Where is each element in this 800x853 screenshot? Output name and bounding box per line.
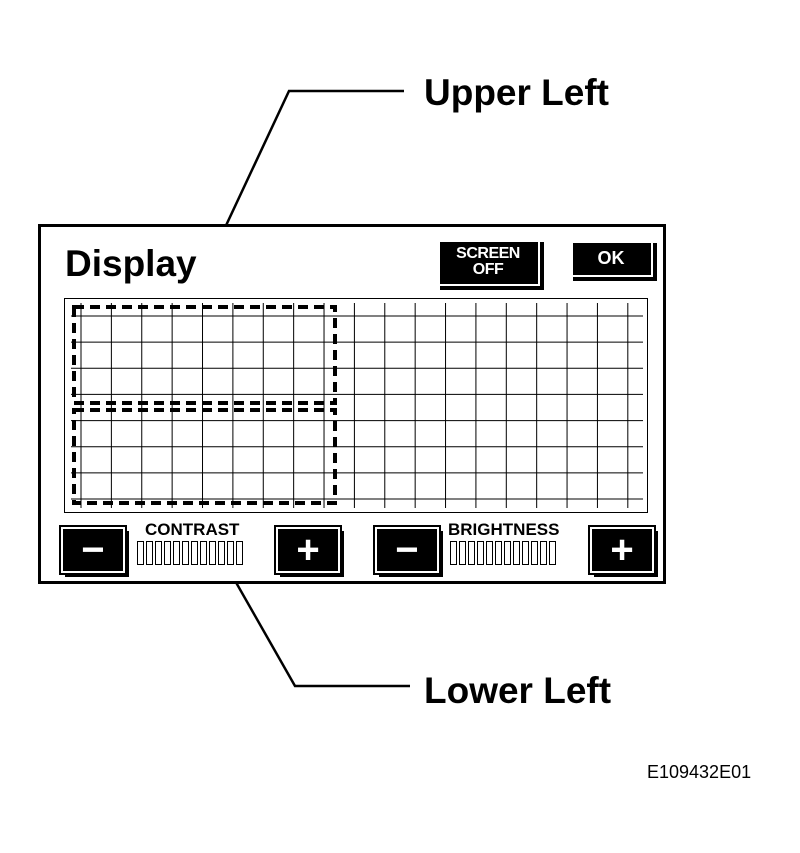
brightness-level-segment — [468, 541, 475, 565]
brightness-level-segment — [477, 541, 484, 565]
contrast-level-segment — [218, 541, 225, 565]
contrast-plus-button[interactable]: + — [274, 525, 342, 575]
brightness-level-segment — [504, 541, 511, 565]
brightness-level-segment — [531, 541, 538, 565]
brightness-level-segment — [495, 541, 502, 565]
contrast-minus-button[interactable]: − — [59, 525, 127, 575]
brightness-label: BRIGHTNESS — [448, 520, 560, 539]
upper-left-callout: Upper Left — [424, 72, 609, 113]
screen-off-label-line2: OFF — [472, 261, 504, 278]
contrast-level-segment — [164, 541, 171, 565]
contrast-level-segment — [191, 541, 198, 565]
screen-off-label-line1: SCREEN — [456, 245, 520, 262]
contrast-level-segment — [200, 541, 207, 565]
display-grid[interactable] — [64, 298, 648, 513]
brightness-plus-button[interactable]: + — [588, 525, 656, 575]
contrast-level-segment — [236, 541, 243, 565]
contrast-level-bar — [137, 541, 243, 567]
brightness-level-segment — [540, 541, 547, 565]
contrast-level-segment — [155, 541, 162, 565]
figure-id: E109432E01 — [647, 762, 752, 782]
brightness-level-segment — [513, 541, 520, 565]
grid-svg — [71, 303, 643, 508]
lower-left-region[interactable] — [72, 408, 337, 505]
brightness-minus-button[interactable]: − — [373, 525, 441, 575]
brightness-level-segment — [549, 541, 556, 565]
contrast-level-segment — [182, 541, 189, 565]
display-panel: Display SCREEN OFF OK − CONTRAST + − BRI… — [38, 224, 666, 584]
brightness-level-segment — [450, 541, 457, 565]
contrast-label: CONTRAST — [145, 520, 240, 539]
brightness-level-bar — [450, 541, 556, 567]
contrast-level-segment — [173, 541, 180, 565]
contrast-level-segment — [146, 541, 153, 565]
panel-title: Display — [65, 243, 197, 284]
brightness-level-segment — [486, 541, 493, 565]
screen-off-button[interactable]: SCREEN OFF — [436, 238, 540, 286]
brightness-level-segment — [459, 541, 466, 565]
contrast-level-segment — [137, 541, 144, 565]
contrast-level-segment — [209, 541, 216, 565]
contrast-level-segment — [227, 541, 234, 565]
upper-left-region[interactable] — [72, 305, 337, 405]
lower-left-callout: Lower Left — [424, 670, 612, 711]
brightness-level-segment — [522, 541, 529, 565]
ok-button[interactable]: OK — [569, 239, 653, 277]
